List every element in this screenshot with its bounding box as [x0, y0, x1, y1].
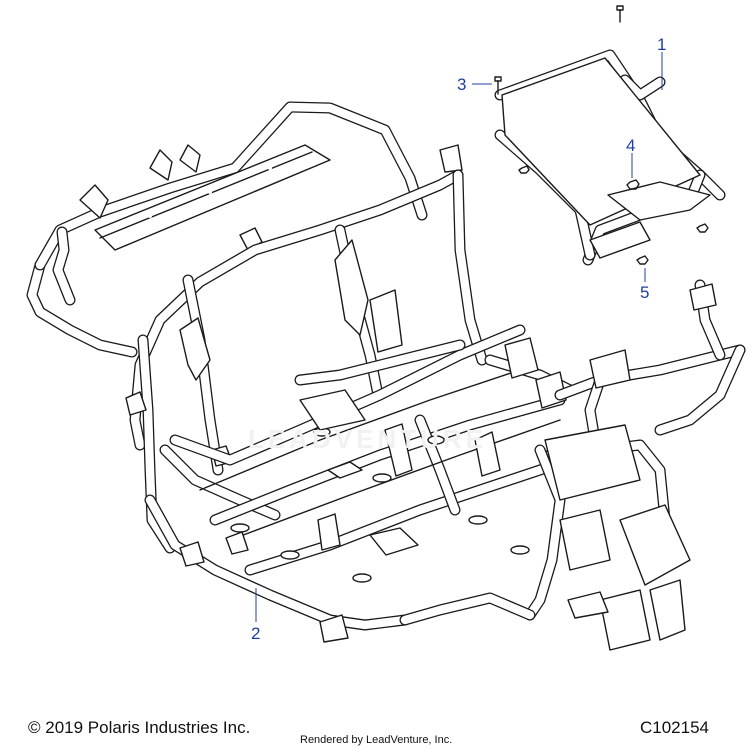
rendered-by-text: Rendered by LeadVenture, Inc.: [300, 734, 453, 746]
upper-brace-part-1: [494, 49, 726, 266]
callout-1[interactable]: 1: [657, 35, 667, 54]
floor-structure: [169, 324, 606, 576]
callout-5[interactable]: 5: [640, 283, 650, 302]
rear-brackets: [79, 144, 463, 251]
copyright-text: © 2019 Polaris Industries Inc.: [28, 718, 251, 737]
callout-3[interactable]: 3: [457, 75, 467, 94]
mid-frame-brackets: [179, 289, 567, 643]
bolt-part-3: [494, 76, 502, 95]
nut-small-2: [696, 223, 709, 233]
watermark: LEADVENTURE: [248, 424, 488, 454]
leader-lines: [255, 52, 663, 622]
nut-small-1: [518, 165, 530, 174]
rear-upper-plate: [94, 144, 331, 251]
main-frame-part-2: [26, 101, 746, 651]
left-lower-rail: [144, 444, 411, 631]
rear-rack-tube: [26, 101, 428, 358]
hardware: [494, 5, 709, 265]
bolt-top: [616, 5, 624, 23]
nut-part-4: [626, 179, 640, 190]
nut-part-5: [636, 255, 649, 265]
callout-2[interactable]: 2: [251, 624, 261, 643]
callout-4[interactable]: 4: [626, 136, 636, 155]
diagram-code: C102154: [640, 718, 710, 737]
front-plates: [544, 283, 717, 651]
